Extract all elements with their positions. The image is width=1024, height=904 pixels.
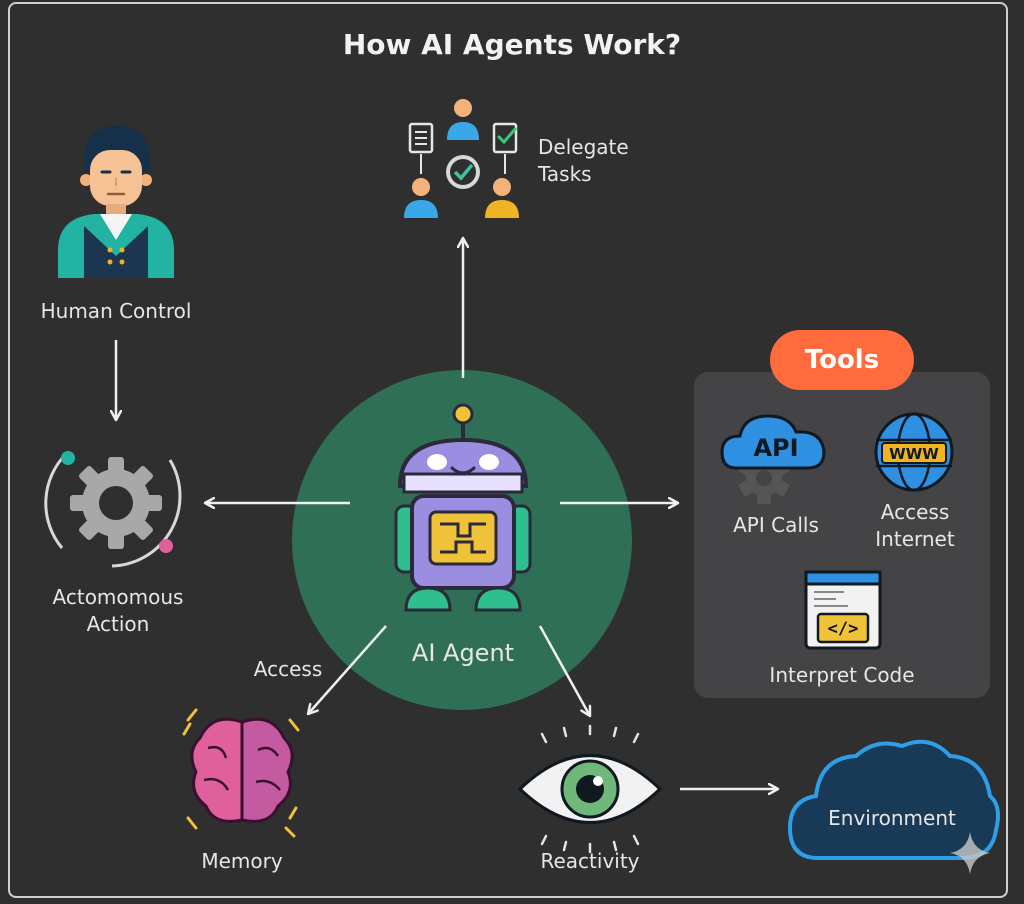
environment-cloud-icon — [787, 739, 1000, 860]
api-cloud-icon: API — [720, 414, 826, 504]
access-label: Access — [253, 657, 323, 681]
gear-icon — [44, 451, 182, 568]
robot-icon — [394, 403, 532, 612]
access-internet-label-line1: Access — [880, 500, 950, 524]
arrows — [116, 238, 778, 789]
sparkle-icon — [950, 832, 990, 874]
api-calls-label: API Calls — [733, 513, 819, 537]
environment-label: Environment — [828, 806, 956, 830]
diagram-frame — [8, 2, 1008, 898]
memory-label: Memory — [201, 849, 283, 873]
autonomous-label-line1: Actomomous — [52, 585, 184, 609]
diagram-title: How AI Agents Work? — [342, 28, 682, 61]
code-icon-text: </> — [828, 619, 859, 639]
interpret-code-label: Interpret Code — [769, 663, 915, 687]
delegate-label-line1: Delegate — [538, 135, 629, 159]
reactivity-label: Reactivity — [540, 849, 640, 873]
www-icon-text: WWW — [889, 445, 939, 463]
eye-icon — [517, 724, 663, 854]
api-icon-text: API — [753, 434, 798, 462]
tools-badge: Tools — [770, 330, 914, 390]
brain-icon — [182, 708, 300, 838]
ai-agent-label: AI Agent — [411, 639, 515, 667]
globe-icon: WWW — [874, 412, 954, 492]
arrow-to-memory — [308, 625, 387, 714]
delegate-label-line2: Tasks — [538, 162, 592, 186]
human-avatar-icon — [58, 126, 174, 278]
arrow-to-reactivity — [538, 625, 590, 716]
autonomous-label-line2: Action — [86, 612, 150, 636]
delegate-tasks-icon — [404, 99, 519, 218]
access-internet-label-line2: Internet — [875, 527, 955, 551]
code-window-icon: </> — [804, 570, 882, 650]
human-control-label: Human Control — [40, 299, 192, 323]
